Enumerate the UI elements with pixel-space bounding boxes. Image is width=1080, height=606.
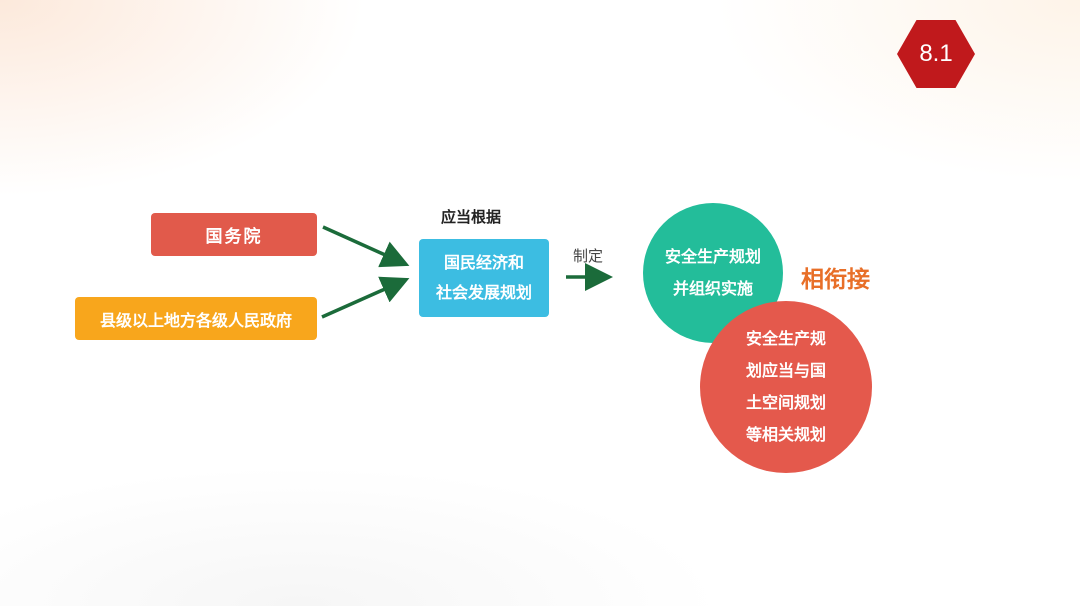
coordination-line-2: 划应当与国 — [745, 361, 826, 380]
section-badge: 8.1 — [897, 20, 975, 88]
make-label: 制定 — [573, 247, 604, 265]
arrow-local-government-to-plan — [321, 276, 410, 319]
local-government-box: 县级以上地方各级人民政府 — [75, 297, 317, 340]
state-council-box: 国务院 — [151, 213, 317, 256]
local-government-label: 县级以上地方各级人民政府 — [99, 310, 292, 330]
section-number: 8.1 — [919, 40, 953, 67]
safety-plan-line-1: 安全生产规划 — [664, 247, 761, 266]
arrow-state-council-to-plan — [322, 225, 410, 268]
coordination-line-4: 等相关规划 — [745, 425, 826, 444]
national-plan-line-1: 国民经济和 — [443, 253, 524, 272]
national-plan-line-2: 社会发展规划 — [435, 283, 532, 302]
safety-plan-line-2: 并组织实施 — [672, 279, 753, 298]
coordination-circle: 安全生产规 划应当与国 土空间规划 等相关规划 — [700, 301, 872, 473]
coordination-line-3: 土空间规划 — [745, 393, 826, 412]
national-plan-box: 国民经济和 社会发展规划 — [419, 239, 549, 317]
state-council-label: 国务院 — [205, 227, 263, 247]
link-label: 相衔接 — [801, 267, 870, 293]
coordination-line-1: 安全生产规 — [745, 329, 826, 348]
basis-label: 应当根据 — [441, 208, 502, 226]
